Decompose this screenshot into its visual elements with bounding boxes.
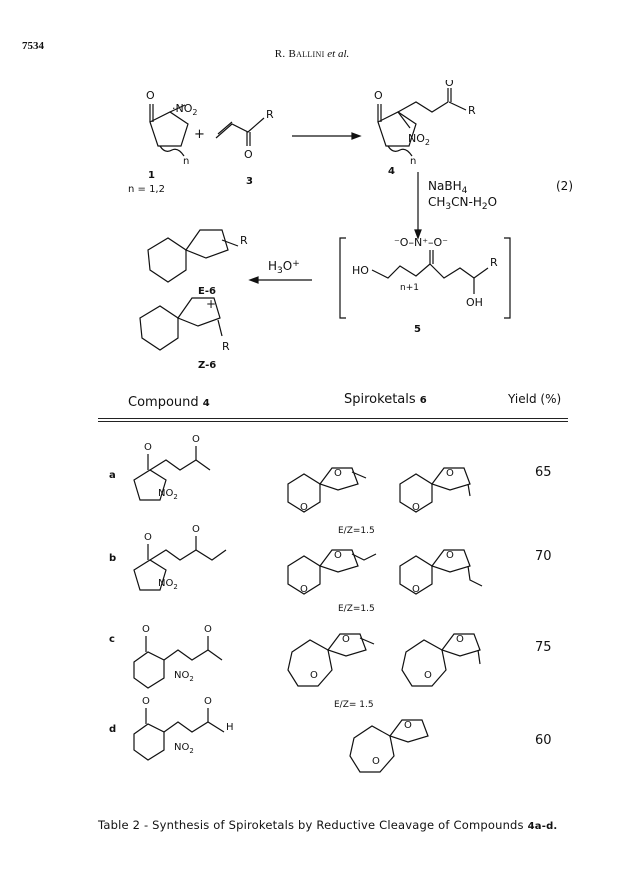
- compound-5-oh: OH: [466, 296, 483, 309]
- row-c-ez-ratio: E/Z= 1.5: [334, 700, 374, 710]
- row-a-compound-structure: [133, 446, 211, 501]
- row-a-spiroketal-e: [287, 467, 367, 513]
- table-caption-text: Table 2 - Synthesis of Spiroketals by Re…: [98, 818, 524, 832]
- svg-text:O: O: [372, 756, 380, 767]
- svg-text:O: O: [446, 550, 454, 561]
- svg-text:O: O: [144, 442, 152, 453]
- svg-text:O: O: [334, 550, 342, 561]
- row-c-yield: 75: [535, 640, 552, 655]
- svg-text:O: O: [310, 670, 318, 681]
- svg-text:O: O: [142, 696, 150, 707]
- svg-text:O: O: [204, 624, 212, 635]
- header-spiroketals: Spiroketals 6: [344, 392, 427, 407]
- row-a-yield: 65: [535, 465, 552, 480]
- equation-number: (2): [556, 179, 573, 193]
- row-d-spiroketal: [349, 719, 429, 773]
- svg-text:O: O: [334, 468, 342, 479]
- row-a-label: a: [109, 470, 116, 481]
- svg-text:O: O: [445, 80, 454, 89]
- product-z6-label: Z-6: [198, 360, 216, 371]
- running-head-authors: R. Ballini: [274, 48, 325, 60]
- table-caption: Table 2 - Synthesis of Spiroketals by Re…: [98, 818, 557, 832]
- svg-text:O: O: [424, 670, 432, 681]
- svg-text:O: O: [192, 524, 200, 535]
- row-a-ez-ratio: E/Z=1.5: [338, 526, 375, 536]
- product-e6-structure: [147, 229, 239, 283]
- plus-sign: +: [194, 127, 205, 142]
- table-rule-bottom: [98, 421, 568, 422]
- svg-text:H: H: [226, 722, 234, 733]
- compound-4-r: R: [468, 104, 476, 117]
- reagent-h3o: H3O+: [268, 259, 300, 276]
- running-head-etal: et al.: [327, 48, 350, 60]
- svg-text:O: O: [300, 584, 308, 595]
- svg-text:O: O: [144, 532, 152, 543]
- product-plus: +: [206, 297, 216, 311]
- svg-text:O: O: [192, 434, 200, 445]
- row-c-spiroketal-z: [401, 633, 481, 687]
- svg-text:O: O: [244, 148, 253, 161]
- svg-text:NO2: NO2: [174, 742, 194, 755]
- row-d-compound-structure: [133, 708, 225, 761]
- compound-1-label: 1: [148, 170, 155, 181]
- svg-text:O: O: [374, 89, 383, 102]
- compound-3-r: R: [266, 108, 274, 121]
- header-compound: Compound 4: [128, 395, 210, 410]
- row-b-yield: 70: [535, 549, 552, 564]
- row-b-ez-ratio: E/Z=1.5: [338, 604, 375, 614]
- compound-5-r: R: [490, 256, 498, 269]
- svg-text:O: O: [412, 584, 420, 595]
- svg-text:O: O: [342, 634, 350, 645]
- compound-5-n-plus-1: n+1: [400, 283, 419, 293]
- product-e6-r: R: [240, 234, 248, 247]
- header-yield: Yield (%): [508, 392, 562, 406]
- product-z6-structure: [139, 297, 223, 351]
- svg-text:O: O: [300, 502, 308, 513]
- page-number: 7534: [22, 40, 44, 52]
- svg-text:·NO2: ·NO2: [172, 102, 197, 117]
- row-c-compound-structure: [133, 636, 223, 689]
- row-b-compound-structure: [133, 536, 227, 591]
- row-c-label: c: [109, 634, 115, 645]
- compound-3-structure: [215, 117, 265, 146]
- svg-text:O: O: [142, 624, 150, 635]
- row-d-label: d: [109, 724, 117, 735]
- svg-text:O: O: [404, 720, 412, 731]
- svg-text:O: O: [412, 502, 420, 513]
- compound-3-label: 3: [246, 176, 253, 187]
- svg-text:O: O: [204, 696, 212, 707]
- svg-text:NO2: NO2: [408, 132, 430, 147]
- row-d-yield: 60: [535, 733, 552, 748]
- compound-4-structure: [377, 88, 467, 157]
- table-caption-compounds: 4a-d.: [527, 821, 558, 832]
- compound-5-nitronate: ⁻O–N⁺–O⁻: [394, 236, 448, 249]
- svg-text:NO2: NO2: [174, 670, 194, 683]
- compound-1-n-values: n = 1,2: [128, 184, 165, 195]
- compound-4-label: 4: [388, 166, 395, 177]
- svg-text:NO2: NO2: [158, 488, 178, 501]
- product-e6-label: E-6: [198, 286, 216, 297]
- product-z6-r: R: [222, 340, 230, 353]
- row-c-spiroketal-e: [287, 633, 375, 687]
- svg-text:NO2: NO2: [158, 578, 178, 591]
- reagent-nabh4: NaBH4: [428, 179, 468, 196]
- reaction-scheme: O ·NO2 n 1 n = 1,2 + R O 3 O O R NO2 n 4…: [128, 80, 573, 371]
- compound-1-structure: [149, 104, 189, 157]
- compound-5-ho: HO: [352, 264, 369, 277]
- compound-5-structure: [371, 250, 489, 294]
- reagent-solvent: CH3CN-H2O: [428, 195, 497, 212]
- svg-text:O: O: [456, 634, 464, 645]
- svg-text:O: O: [446, 468, 454, 479]
- row-a-spiroketal-z: [399, 467, 471, 513]
- table-rule-top: [98, 418, 568, 419]
- running-head: R. Ballini et al.: [0, 48, 624, 60]
- row-b-label: b: [109, 553, 117, 564]
- row-b-spiroketal-z: [399, 549, 483, 595]
- svg-text:n: n: [183, 156, 189, 167]
- svg-text:n: n: [410, 156, 416, 167]
- svg-text:O: O: [146, 89, 155, 102]
- compound-5-label: 5: [414, 324, 421, 335]
- row-b-spiroketal-e: [287, 549, 377, 595]
